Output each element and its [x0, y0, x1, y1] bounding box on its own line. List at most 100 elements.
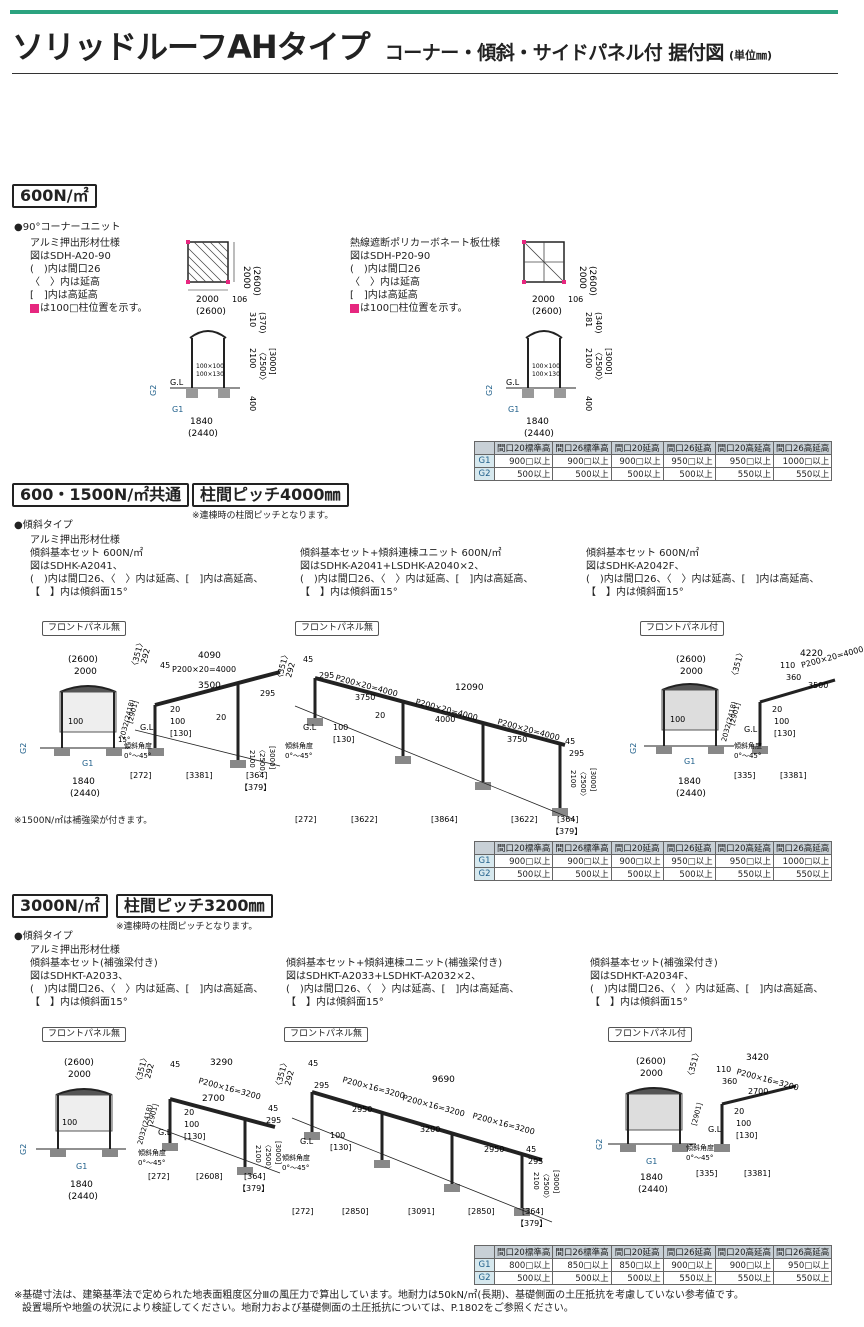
svg-text:(2600): (2600): [68, 655, 98, 665]
svg-text:100: 100: [736, 1119, 751, 1128]
table-cell: 500以上: [552, 467, 612, 481]
svg-text:20: 20: [375, 711, 385, 720]
svg-text:100: 100: [68, 717, 83, 726]
svg-text:1840: 1840: [72, 777, 95, 787]
svg-text:100: 100: [333, 723, 348, 732]
table-cell: 900□以上: [610, 854, 664, 868]
table-header-cell: 間口26高延高: [772, 1245, 833, 1259]
svg-text:20: 20: [184, 1108, 194, 1117]
slope-diagram-linked: 12090 P200×20=4000 P200×20=4000 P200×20=…: [274, 650, 597, 836]
table-cell: 1000□以上: [772, 854, 833, 868]
svg-text:4090: 4090: [198, 651, 221, 661]
svg-text:295: 295: [260, 689, 275, 698]
svg-text:(370): (370): [258, 312, 267, 334]
svg-text:傾斜角度: 傾斜角度: [285, 741, 313, 750]
front-panel-label-a: フロントパネル無: [42, 621, 127, 636]
svg-text:【379】: 【379】: [551, 827, 582, 836]
svg-text:G.L: G.L: [744, 725, 758, 734]
svg-text:400: 400: [248, 396, 257, 411]
svg-text:傾斜角度: 傾斜角度: [282, 1153, 310, 1162]
row-header-cell: G1: [474, 454, 495, 468]
pitch-badge-4000: 柱間ピッチ4000㎜: [192, 483, 349, 507]
svg-text:P200×16=3200: P200×16=3200: [401, 1093, 465, 1118]
svg-text:2000: 2000: [577, 266, 587, 289]
svg-text:[364]: [364]: [557, 815, 579, 824]
svg-text:(2440): (2440): [68, 1192, 98, 1202]
table-header-cell: 間口20標準高: [493, 1245, 554, 1259]
svg-text:100: 100: [330, 1131, 345, 1140]
load-badge-600-1500: 600・1500N/㎡共通: [12, 483, 190, 507]
row-header-cell: G2: [474, 467, 495, 481]
table-cell: 550以上: [714, 1271, 774, 1285]
svg-text:2950: 2950: [484, 1145, 504, 1154]
svg-text:295: 295: [528, 1157, 543, 1166]
front-panel-label-3c: フロントパネル付: [608, 1027, 693, 1042]
spec-block-reinforced-front: 傾斜基本セット(補強梁付き)図はSDHKT-A2034F、( )内は間口26、〈…: [590, 958, 824, 1008]
foundation-table-3: 間口20標準高間口26標準高間口20延高間口26延高間口20高延高間口26高延高…: [474, 1245, 833, 1285]
svg-text:4000: 4000: [435, 715, 455, 724]
svg-text:G1: G1: [172, 405, 183, 414]
svg-text:292: 292: [284, 661, 297, 678]
svg-text:100: 100: [62, 1118, 77, 1127]
svg-text:295: 295: [319, 671, 334, 680]
svg-text:(2600): (2600): [251, 266, 261, 296]
svg-text:(2440): (2440): [70, 789, 100, 799]
load-badge-600: 600N/㎡: [12, 184, 97, 208]
svg-text:100: 100: [184, 1120, 199, 1129]
svg-text:〈2500〉: 〈2500〉: [542, 1170, 550, 1202]
svg-text:20: 20: [216, 713, 226, 722]
table-cell: 500以上: [493, 1271, 554, 1285]
svg-text:[364]: [364]: [246, 771, 268, 780]
svg-text:100×100: 100×100: [196, 363, 224, 370]
svg-text:9690: 9690: [432, 1075, 455, 1085]
slope-diagram-front-panel: (2600) 2000 100 G2 G1 1840 (2440) 4220 1…: [629, 645, 864, 799]
svg-text:[3381]: [3381]: [744, 1169, 771, 1178]
table-cell: 850□以上: [552, 1258, 612, 1272]
table-cell: 550以上: [772, 467, 833, 481]
svg-text:G.L: G.L: [158, 1128, 172, 1137]
svg-text:〈2500〉: 〈2500〉: [594, 348, 603, 384]
table-cell: 500以上: [493, 467, 554, 481]
svg-text:3750: 3750: [355, 693, 375, 702]
svg-text:[272]: [272]: [292, 1207, 314, 1216]
svg-text:1840: 1840: [640, 1173, 663, 1183]
table-header-cell: 間口26高延高: [772, 441, 833, 455]
svg-text:100: 100: [170, 717, 185, 726]
svg-text:2000: 2000: [532, 295, 555, 305]
slope-type-heading-3: ●傾斜タイプ: [14, 931, 73, 942]
svg-text:3500: 3500: [808, 681, 828, 690]
svg-text:G.L: G.L: [506, 378, 520, 387]
svg-text:2000: 2000: [196, 295, 219, 305]
svg-text:(2600): (2600): [196, 307, 226, 317]
svg-text:[130]: [130]: [330, 1143, 352, 1152]
svg-text:100×100: 100×100: [532, 363, 560, 370]
svg-text:[335]: [335]: [734, 771, 756, 780]
spec-block-aluminum: アルミ押出形材仕様 図はSDH-A20-90 ( )内は間口26 〈 〉内は延高…: [30, 238, 148, 314]
table-header-cell: 間口26標準高: [552, 441, 612, 455]
svg-text:2100: 2100: [248, 750, 256, 768]
svg-text:45: 45: [268, 1104, 278, 1113]
pitch-note-3: ※連棟時の柱間ピッチとなります。: [116, 922, 258, 932]
svg-text:3420: 3420: [746, 1053, 769, 1063]
svg-text:G1: G1: [646, 1157, 657, 1166]
svg-text:2000: 2000: [241, 266, 251, 289]
svg-text:〈2500〉: 〈2500〉: [579, 768, 587, 800]
unit-note: (単位㎜): [728, 49, 773, 62]
load-badge-3000: 3000N/㎡: [12, 894, 108, 918]
svg-text:G.L: G.L: [170, 378, 184, 387]
svg-text:281: 281: [584, 312, 593, 327]
header-accent-bar: [10, 10, 838, 14]
svg-text:295: 295: [314, 1081, 329, 1090]
svg-text:(2600): (2600): [676, 655, 706, 665]
svg-text:(2600): (2600): [532, 307, 562, 317]
svg-text:[272]: [272]: [130, 771, 152, 780]
spec-block-polycarbonate: 熱線遮断ポリカーボネート板仕様 図はSDH-P20-90 ( )内は間口26 〈…: [350, 238, 500, 314]
table-cell: 500以上: [662, 467, 716, 481]
svg-text:【379】: 【379】: [516, 1219, 547, 1228]
svg-text:110: 110: [780, 661, 795, 670]
table-cell: 900□以上: [493, 454, 554, 468]
table-header-cell: 間口20標準高: [493, 441, 554, 455]
svg-text:G2: G2: [595, 1139, 604, 1150]
